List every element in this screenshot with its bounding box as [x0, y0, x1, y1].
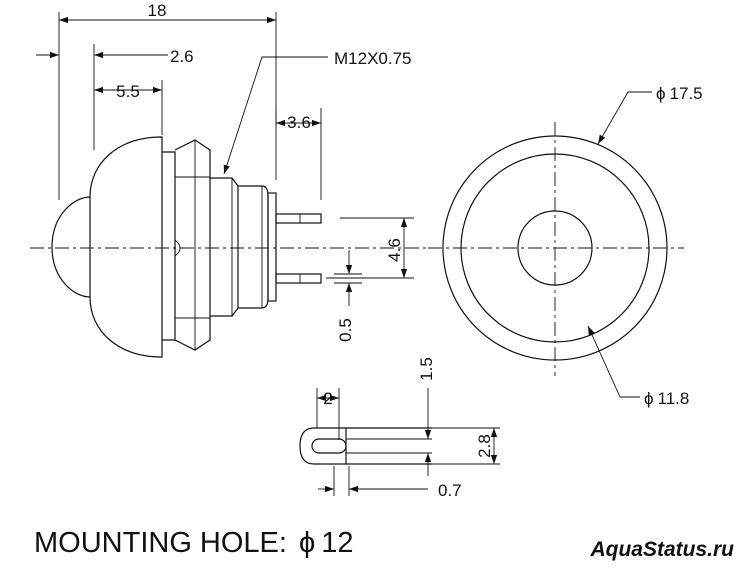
watermark: AquaStatus.ru	[589, 538, 734, 561]
dim-hole-width-0-7: 0.7	[438, 481, 462, 500]
dim-terminal-pitch-4-6: 4.6	[385, 238, 404, 262]
side-view: 18 2.6 5.5 M12X0.75 3.6	[30, 1, 430, 358]
dim-hole-height-1-5: 1.5	[417, 357, 436, 381]
dim-terminal-3-6: 3.6	[287, 113, 311, 132]
thread-label: M12X0.75	[334, 49, 412, 68]
dim-bezel-2-6: 2.6	[170, 47, 194, 66]
dim-cap-5-5: 5.5	[116, 82, 140, 101]
dim-width-2: 2	[323, 389, 332, 408]
dim-tab-height-2-8: 2.8	[475, 434, 494, 458]
dim-terminal-thickness-0-5: 0.5	[336, 318, 355, 342]
dim-length-18: 18	[148, 1, 167, 20]
terminal-detail: 2 1.5 2.8 0.7	[299, 357, 500, 500]
